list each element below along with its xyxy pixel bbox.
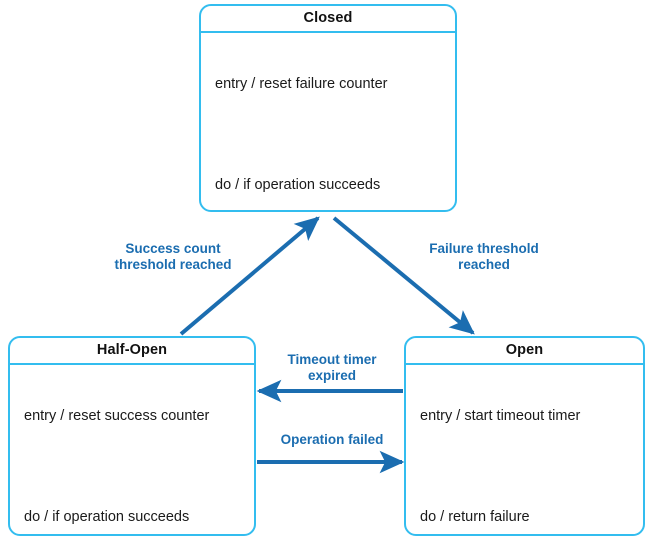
state-half-open-spacer-1 — [24, 460, 254, 475]
arrow-closed-to-open — [332, 216, 475, 335]
state-closed-line-2: do / if operation succeeds — [215, 176, 381, 193]
state-closed[interactable]: Closed entry / reset failure counter do … — [199, 4, 457, 212]
state-closed-line-0: entry / reset failure counter — [215, 76, 388, 93]
arrow-half-open-to-closed — [179, 216, 320, 336]
state-half-open-body: entry / reset success counter do / if op… — [10, 365, 254, 534]
state-half-open[interactable]: Half-Open entry / reset success counter … — [8, 336, 256, 536]
state-closed-body: entry / reset failure counter do / if op… — [201, 33, 455, 210]
transition-label-timeout-timer-expired: Timeout timer expired — [287, 352, 377, 384]
state-open-title: Open — [406, 338, 643, 365]
state-open-line-2: do / return failure — [420, 508, 530, 525]
state-open-body: entry / start timeout timer do / return … — [406, 365, 643, 534]
transition-label-success-count-threshold-reached: Success count threshold reached — [114, 241, 232, 273]
state-open-line-0: entry / start timeout timer — [420, 408, 581, 425]
transition-label-failure-threshold-reached: Failure threshold reached — [429, 241, 539, 273]
state-open-spacer-1 — [420, 460, 643, 475]
transition-label-operation-failed: Operation failed — [280, 432, 384, 447]
state-closed-spacer-1 — [215, 128, 455, 143]
state-closed-title: Closed — [201, 6, 455, 33]
state-half-open-line-0: entry / reset success counter — [24, 408, 210, 425]
state-half-open-title: Half-Open — [10, 338, 254, 365]
state-half-open-line-2: do / if operation succeeds — [24, 508, 190, 525]
state-open[interactable]: Open entry / start timeout timer do / re… — [404, 336, 645, 536]
